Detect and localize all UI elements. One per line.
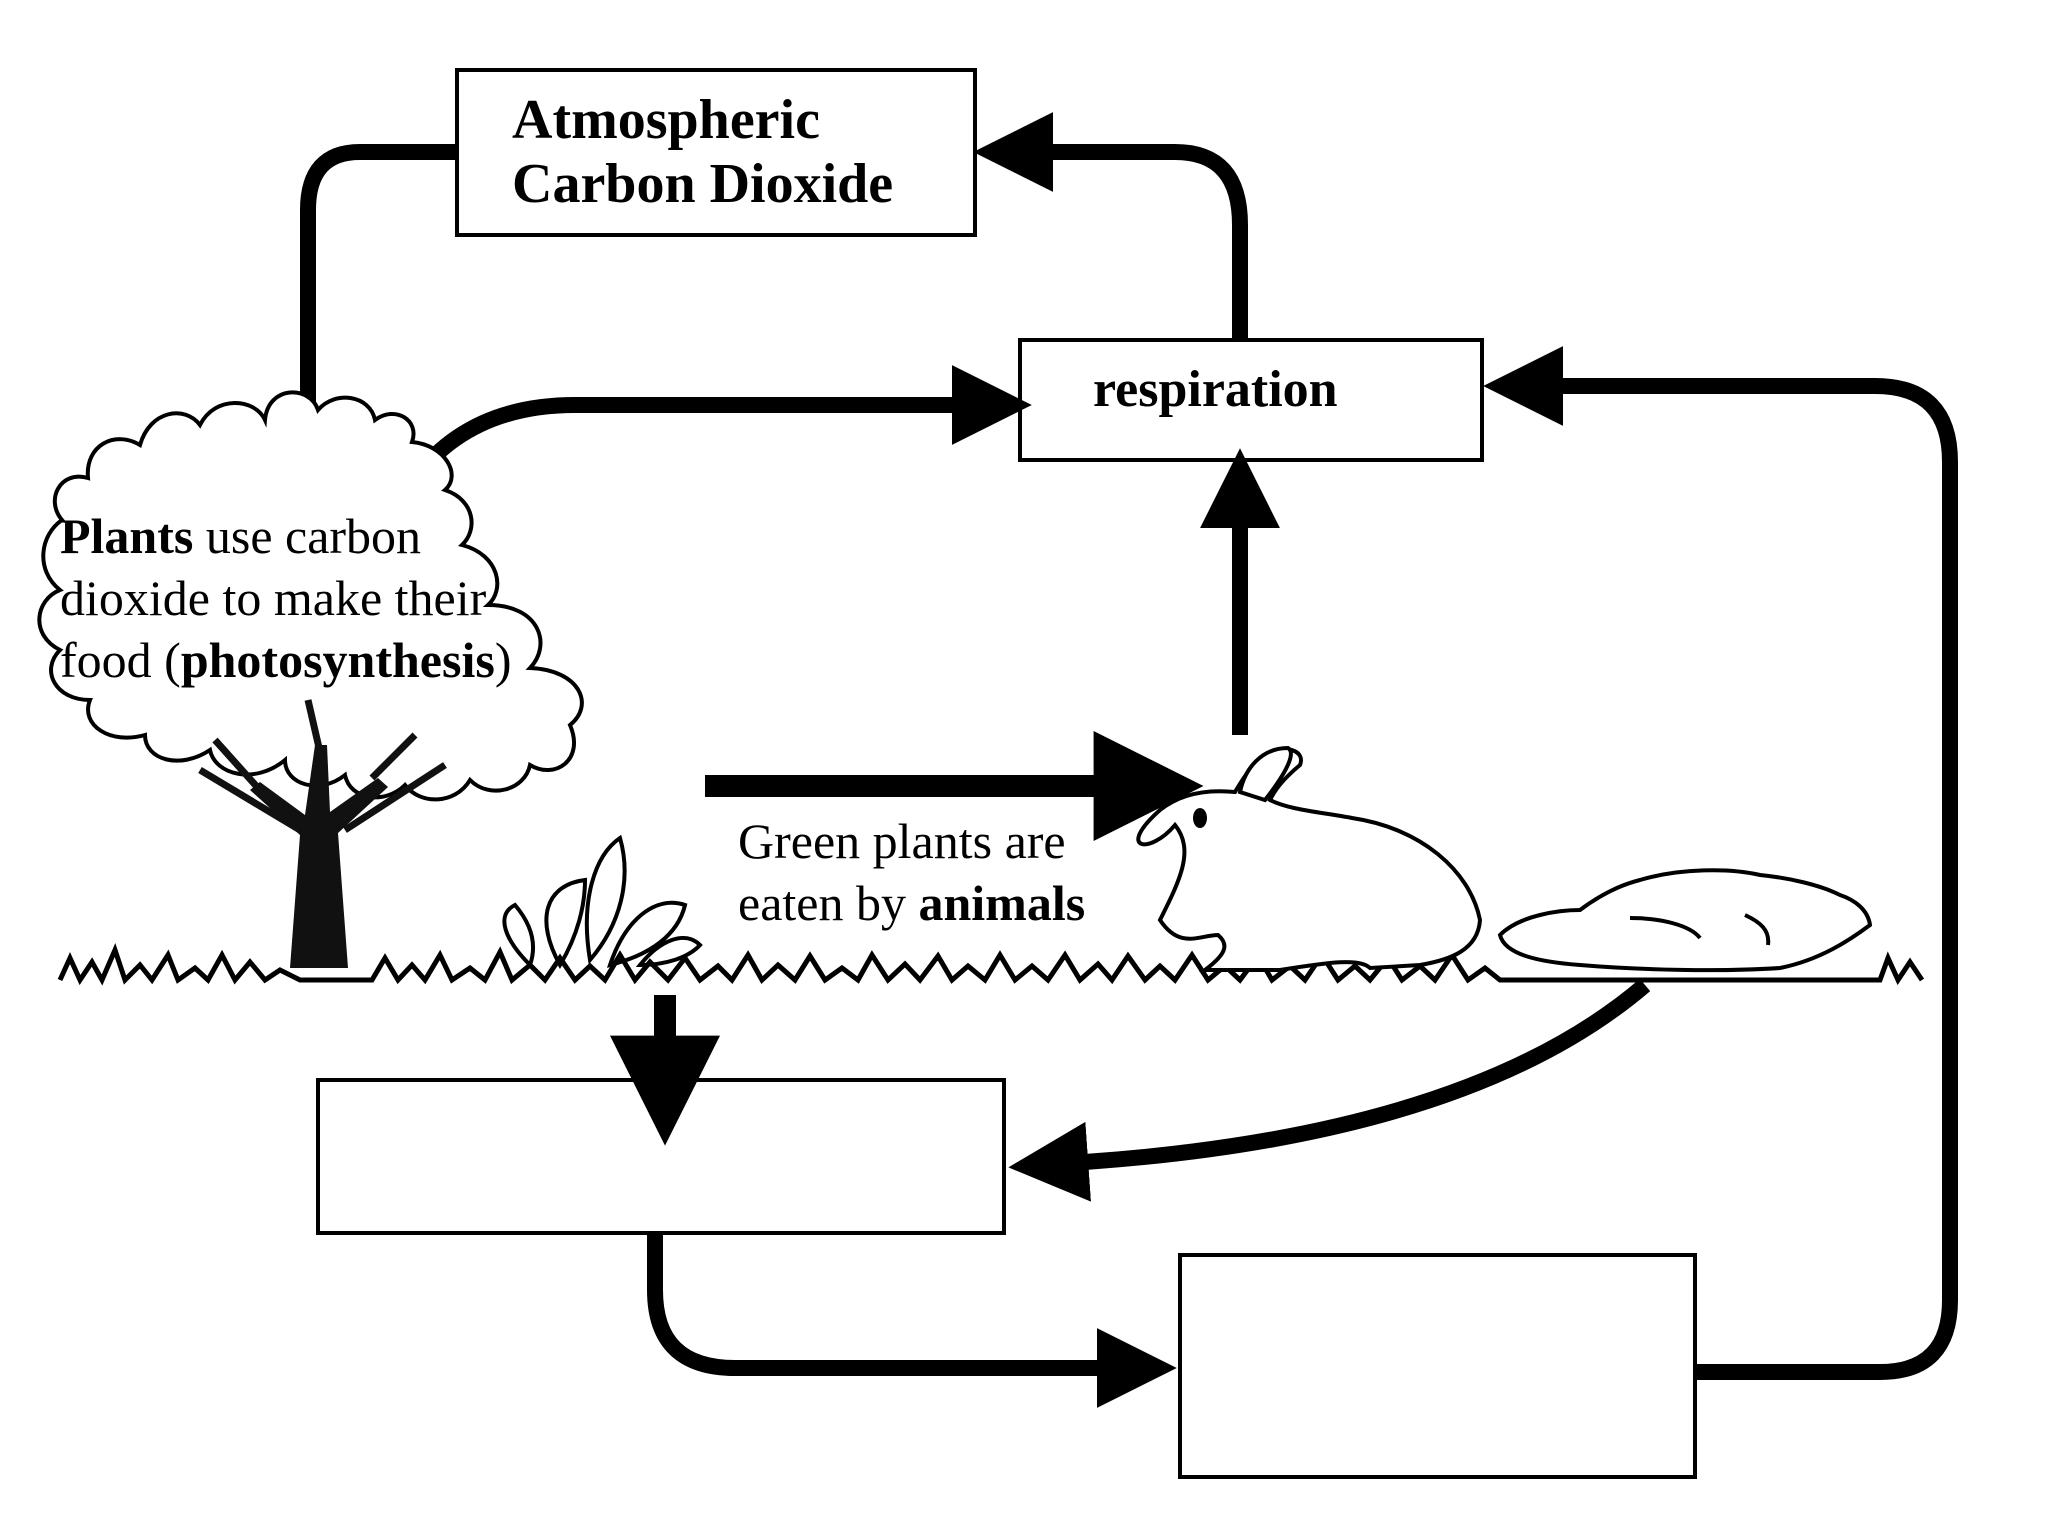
tree-canopy [37,390,584,802]
arrow-respiration-to-atmosphere [973,112,1248,340]
plants-keyword: Plants [60,508,194,564]
animals-note-line1: Green plants are [738,813,1066,869]
plants-note-line3-start: food ( [60,632,181,688]
arrow-plants-to-respiration [408,365,1032,483]
animals-keyword: animals [918,875,1086,931]
animals-note-line2-start: eaten by [738,875,919,931]
tree-branches [198,699,447,834]
shrub-leaves [502,834,703,970]
respiration-label: respiration [1093,361,1338,418]
rabbit-ear [1237,745,1293,803]
plants-note-line2: dioxide to make their [60,570,487,626]
plants-note-line3: food (photosynthesis) [60,629,620,691]
photosynthesis-keyword: photosynthesis [180,632,495,688]
tree-illustration [37,390,584,968]
atmospheric-co2-box [455,68,977,237]
tree-trunk [250,745,388,968]
atmospheric-co2-line2: Carbon Dioxide [512,153,894,215]
atmospheric-co2-line1: Atmospheric [512,89,820,151]
respiration-box [1018,338,1484,462]
rabbit-eye [1193,808,1207,828]
animals-note-line2: eaten by animals [738,872,1158,934]
arrow-atmosphere-to-plants [268,144,457,492]
atmospheric-co2-label: Atmospheric Carbon Dioxide [512,88,952,216]
blank-box-left[interactable] [316,1078,1006,1235]
plants-note-line1-rest: use carbon [193,508,422,564]
shrub-illustration [502,834,703,970]
dead-animal-body [1497,868,1873,973]
animals-eat-plants-note: Green plants are eaten by animals [738,810,1158,934]
plants-photosynthesis-note: Plants use carbon dioxide to make their … [60,505,620,691]
rabbit-body [1136,747,1483,972]
plants-note-line1: Plants use carbon [60,505,620,567]
rabbit-illustration [1136,745,1483,972]
blank-box-right[interactable] [1178,1253,1697,1479]
dead-animal-illustration [1497,868,1873,973]
arrow-right-box-to-respiration [1483,346,1958,1380]
dead-animal-legs [1629,913,1771,946]
arrow-dead-animal-to-blank-box [1008,978,1651,1202]
arrow-left-box-to-right-box [647,1233,1177,1408]
plants-note-line3-end: ) [494,632,512,688]
